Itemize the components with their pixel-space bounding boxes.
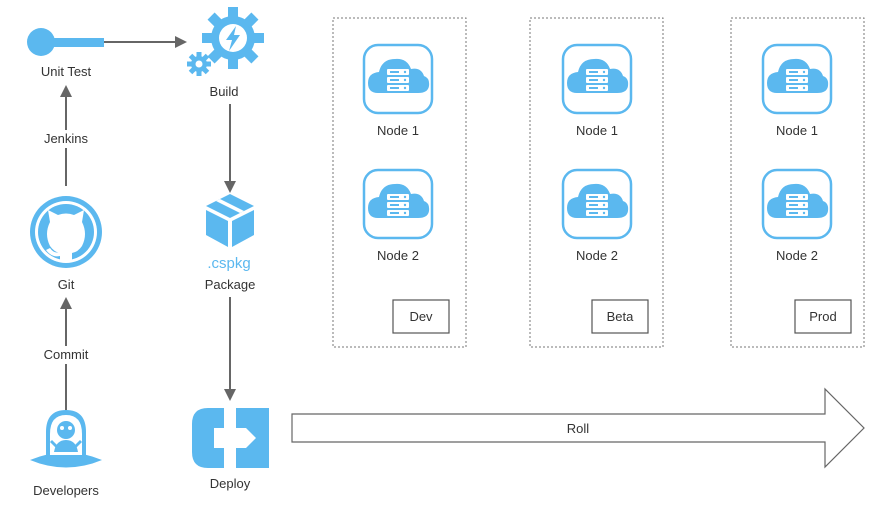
developers-label: Developers	[33, 483, 99, 498]
jenkins-label: Jenkins	[44, 131, 89, 146]
cloud-server-icon	[561, 168, 633, 240]
git-label: Git	[58, 277, 75, 292]
prod-node-2-label: Node 2	[776, 248, 818, 263]
cloud-server-icon	[362, 168, 434, 240]
prod-node-1-label: Node 1	[776, 123, 818, 138]
deploy-label: Deploy	[210, 476, 251, 491]
package-label: Package	[205, 277, 256, 292]
arrow-unit-test-to-build	[104, 36, 187, 48]
prod-tag-label: Prod	[809, 309, 836, 324]
beta-tag	[591, 299, 649, 334]
dev-node-2-label: Node 2	[377, 248, 419, 263]
dev-tag	[392, 299, 450, 334]
environment-dev: Node 1 Node 2 Dev	[332, 17, 467, 348]
cloud-server-icon	[761, 43, 833, 115]
beta-tag-label: Beta	[607, 309, 635, 324]
environment-prod: Node 1 Node 2 Prod	[730, 17, 865, 348]
developer-alien-icon	[30, 410, 102, 468]
cloud-server-icon	[362, 43, 434, 115]
cloud-server-icon	[561, 43, 633, 115]
arrow-build-to-package	[224, 104, 236, 193]
dev-node-1-label: Node 1	[377, 123, 419, 138]
prod-tag	[794, 299, 852, 334]
arrow-package-to-deploy	[224, 297, 236, 401]
environment-beta: Node 1 Node 2 Beta	[529, 17, 664, 348]
package-extension: .cspkg	[207, 255, 250, 272]
beta-node-2-label: Node 2	[576, 248, 618, 263]
beta-node-1-label: Node 1	[576, 123, 618, 138]
cloud-server-icon	[761, 168, 833, 240]
unit-test-icon	[27, 28, 104, 56]
commit-label: Commit	[44, 347, 89, 362]
github-octocat-icon	[30, 196, 102, 268]
unit-test-label: Unit Test	[41, 64, 92, 79]
build-gears-icon	[187, 7, 264, 76]
roll-label: Roll	[567, 421, 590, 436]
package-box-icon	[206, 194, 254, 247]
roll-arrow: Roll	[291, 387, 865, 469]
dev-tag-label: Dev	[409, 309, 433, 324]
deploy-logo-icon	[192, 408, 269, 468]
build-label: Build	[210, 84, 239, 99]
